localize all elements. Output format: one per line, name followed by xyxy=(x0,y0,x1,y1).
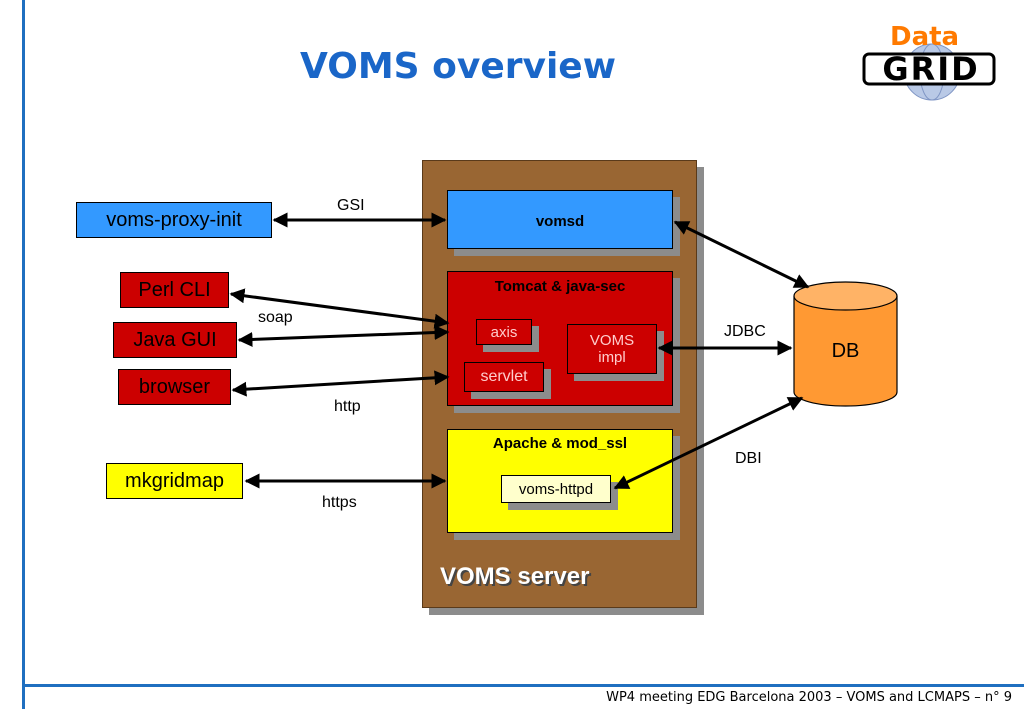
mkgridmap-label: mkgridmap xyxy=(125,469,224,492)
voms-httpd-box: voms-httpd xyxy=(501,475,611,503)
voms-impl-box: VOMS impl xyxy=(567,324,657,374)
perl-cli-box: Perl CLI xyxy=(120,272,229,308)
voms-proxy-init-label: voms-proxy-init xyxy=(106,208,242,231)
browser-box: browser xyxy=(118,369,231,405)
voms-impl-label-line2: impl xyxy=(598,349,626,366)
servlet-label: servlet xyxy=(480,368,528,385)
db-label: DB xyxy=(831,340,860,362)
perl-soap-arrow xyxy=(229,288,450,329)
voms-impl-label-line1: VOMS xyxy=(589,332,635,349)
logo-data-text: Data xyxy=(890,22,960,52)
datagrid-logo-graphic xyxy=(862,43,996,101)
soap-label: soap xyxy=(258,309,293,326)
datagrid-logo: Data GRID xyxy=(862,22,1002,104)
dbi-label: DBI xyxy=(735,450,762,467)
java-soap-arrow xyxy=(237,325,450,347)
gsi-label: GSI xyxy=(337,197,365,214)
axis-label: axis xyxy=(490,323,518,341)
perl-cli-label: Perl CLI xyxy=(138,278,211,301)
slide-footer: WP4 meeting EDG Barcelona 2003 – VOMS an… xyxy=(606,690,1012,705)
https-label: https xyxy=(322,494,357,511)
footer-divider-line xyxy=(22,684,1024,687)
apache-label: Apache & mod_ssl xyxy=(492,435,628,452)
jdbc-label: JDBC xyxy=(724,323,766,340)
voms-httpd-label: voms-httpd xyxy=(518,480,594,498)
vomsd-label: vomsd xyxy=(535,213,585,230)
servlet-box: servlet xyxy=(464,362,544,392)
slide-title: VOMS overview xyxy=(300,46,616,87)
java-gui-box: Java GUI xyxy=(113,322,237,358)
db-cylinder-shape xyxy=(793,281,898,407)
logo-grid-text: GRID xyxy=(882,50,980,88)
http-label: http xyxy=(334,398,361,415)
db-cylinder: DB xyxy=(793,280,898,408)
axis-box: axis xyxy=(476,319,532,345)
browser-label: browser xyxy=(138,375,211,398)
java-gui-label: Java GUI xyxy=(133,328,217,351)
browser-http-arrow xyxy=(231,370,450,397)
vomsd-db-arrow xyxy=(673,220,810,289)
dbi-arrow xyxy=(613,396,804,490)
voms-proxy-init-box: voms-proxy-init xyxy=(76,202,272,238)
tomcat-label: Tomcat & java-sec xyxy=(494,278,626,295)
voms-server-label: VOMS server xyxy=(440,563,590,590)
mkgridmap-box: mkgridmap xyxy=(106,463,243,499)
left-border-line xyxy=(22,0,25,709)
vomsd-box: vomsd xyxy=(447,190,673,249)
